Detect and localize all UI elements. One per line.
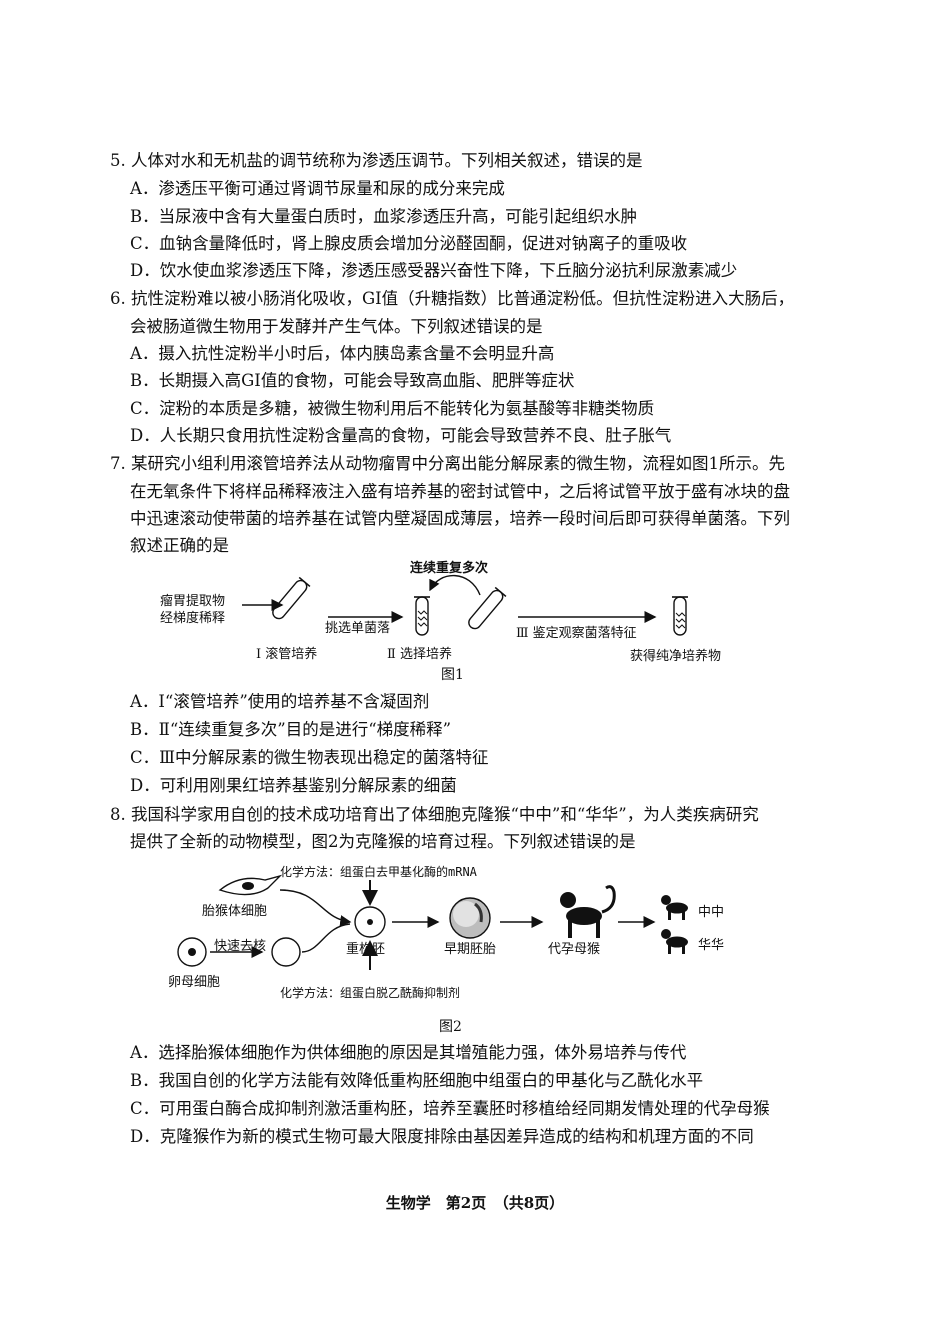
q5-option-c: C．血钠含量降低时，肾上腺皮质会增加分泌醛固酮，促进对钠离子的重吸收: [130, 234, 688, 253]
monkey-icon: [661, 895, 688, 920]
early-embryo-icon: [449, 897, 491, 939]
test-tube-pure-culture-icon: [672, 596, 688, 636]
test-tube-colonies-icon: [414, 596, 430, 636]
q7-stem-line1: 7. 某研究小组利用滚管培养法从动物瘤胃中分离出能分解尿素的微生物，流程如图1所…: [110, 454, 785, 473]
fig1-step2-label: Ⅱ 选择培养: [387, 647, 452, 662]
fig2-enucleate-label: 快速去核: [214, 939, 267, 954]
oocyte-icon: [177, 937, 207, 967]
q7-option-d: D．可利用刚果红培养基鉴别分解尿素的细菌: [130, 776, 457, 795]
q7-stem-line2: 在无氧条件下将样品稀释液注入盛有培养基的密封试管中，之后将试管平放于盛有冰块的盘: [130, 482, 790, 501]
fig2-caption: 图2: [439, 1019, 462, 1035]
reconstructed-embryo-icon: [354, 906, 386, 938]
fig1-step3-label: Ⅲ 鉴定观察菌落特征: [516, 626, 637, 641]
fig2-early-label: 早期胚胎: [444, 942, 497, 957]
fig1-step1-label: Ⅰ 滚管培养: [256, 647, 318, 662]
q7-option-b: B．Ⅱ“连续重复多次”目的是进行“梯度稀释”: [130, 720, 452, 739]
q6-option-b: B．长期摄入高GI值的食物，可能会导致高血脂、肥胖等症状: [130, 371, 575, 390]
q7-option-a: A．Ⅰ“滚管培养”使用的培养基不含凝固剂: [130, 692, 430, 711]
fig2-oocyte-label: 卵母细胞: [168, 975, 221, 990]
q5-option-d: D．饮水使血浆渗透压下降，渗透压感受器兴奋性下降，下丘脑分泌抗利尿激素减少: [130, 261, 738, 280]
fig2-surrogate-label: 代孕母猴: [548, 942, 601, 957]
q8-option-b: B．我国自创的化学方法能有效降低重构胚细胞中组蛋白的甲基化与乙酰化水平: [130, 1071, 704, 1090]
q6-option-d: D．人长期只食用抗性淀粉含量高的食物，可能会导致营养不良、肚子胀气: [130, 426, 672, 445]
q5-option-b: B．当尿液中含有大量蛋白质时，血浆渗透压升高，可能引起组织水肿: [130, 207, 638, 226]
q6-option-c: C．淀粉的本质是多糖，被微生物利用后不能转化为氨基酸等非糖类物质: [130, 399, 655, 418]
figure-1-diagram: [242, 574, 688, 636]
fig1-caption: 图1: [441, 667, 464, 683]
fig2-embryo-label: 重构胚: [346, 942, 386, 957]
fig2-name2-label: 华华: [698, 938, 725, 953]
q6-option-a: A．摄入抗性淀粉半小时后，体内胰岛素含量不会明显升高: [130, 344, 555, 363]
fig2-name1-label: 中中: [698, 905, 725, 920]
q5-stem: 5. 人体对水和无机盐的调节统称为渗透压调节。下列相关叙述，错误的是: [110, 151, 643, 170]
fig2-somatic-label: 胎猴体细胞: [202, 904, 268, 919]
q8-option-d: D．克隆猴作为新的模式生物可最大限度排除由基因差异造成的结构和机理方面的不同: [130, 1127, 754, 1146]
q7-stem-line4: 叙述正确的是: [130, 536, 229, 555]
q8-option-a: A．选择胎猴体细胞作为供体细胞的原因是其增殖能力强，体外易培养与传代: [130, 1043, 687, 1062]
figure-2-diagram: [177, 874, 688, 970]
q7-option-c: C．Ⅲ中分解尿素的微生物表现出稳定的菌落特征: [130, 748, 489, 767]
q6-stem-line2: 会被肠道微生物用于发酵并产生气体。下列叙述错误的是: [130, 317, 543, 336]
fig1-pick-label: 挑选单菌落: [325, 621, 391, 636]
test-tube-icon: [468, 586, 507, 630]
q8-stem-line2: 提供了全新的动物模型，图2为克隆猴的培育过程。下列叙述错误的是: [130, 832, 636, 851]
fig1-source-line1: 瘤胃提取物: [160, 594, 226, 609]
fig2-chem-top: 化学方法：组蛋白去甲基化酶的mRNA: [280, 865, 477, 879]
test-tube-icon: [272, 576, 311, 620]
fig2-chem-bottom: 化学方法：组蛋白脱乙酰酶抑制剂: [280, 986, 461, 1000]
monkey-icon: [661, 929, 688, 954]
somatic-cell-icon: [218, 874, 283, 896]
monkey-icon: [560, 885, 616, 938]
page-footer: 生物学 第2页 （共8页）: [385, 1194, 565, 1212]
enucleated-oocyte-icon: [271, 937, 301, 967]
q6-stem-line1: 6. 抗性淀粉难以被小肠消化吸收，GI值（升糖指数）比普通淀粉低。但抗性淀粉进入…: [110, 289, 795, 308]
q7-stem-line3: 中迅速滚动使带菌的培养基在试管内壁凝固成薄层，培养一段时间后即可获得单菌落。下列: [130, 509, 790, 528]
fig1-repeat-label: 连续重复多次: [410, 561, 489, 576]
q8-option-c: C．可用蛋白酶合成抑制剂激活重构胚，培养至囊胚时移植给经同期发情处理的代孕母猴: [130, 1099, 770, 1118]
fig1-source-line2: 经梯度稀释: [160, 611, 226, 626]
q5-option-a: A．渗透压平衡可通过肾调节尿量和尿的成分来完成: [130, 179, 505, 198]
fig1-result-label: 获得纯净培养物: [630, 649, 722, 664]
q8-stem-line1: 8. 我国科学家用自创的技术成功培育出了体细胞克隆猴“中中”和“华华”，为人类疾…: [110, 805, 759, 824]
